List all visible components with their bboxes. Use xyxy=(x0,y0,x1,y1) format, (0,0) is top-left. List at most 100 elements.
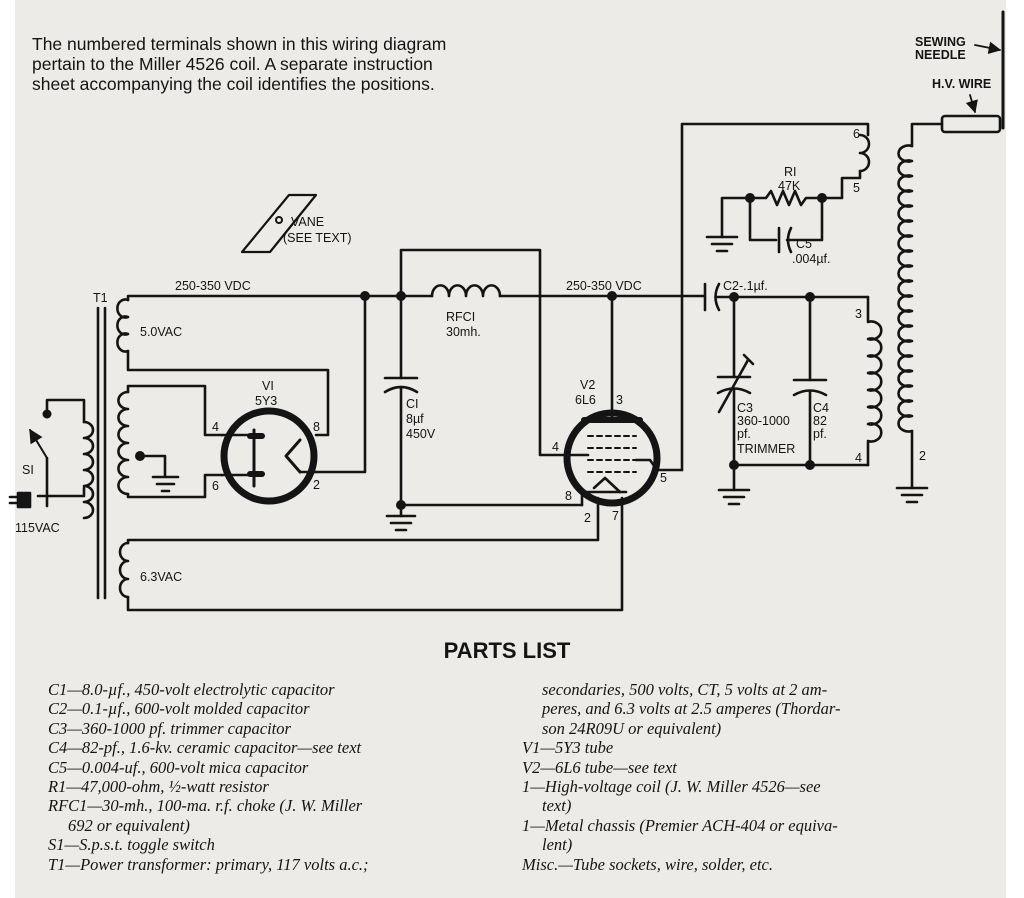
label-coil-terminal-2: 2 xyxy=(919,449,926,463)
label-rfc1-value: 30mh. xyxy=(446,325,481,339)
capacitor-c3 xyxy=(716,295,755,506)
wire-r1-ground xyxy=(720,196,752,239)
label-v1-pin8: 8 xyxy=(313,420,320,434)
coil-high-voltage xyxy=(897,144,914,433)
part-entry-continued: text) xyxy=(542,796,572,816)
label-c5-name: C5 xyxy=(796,237,812,251)
label-c4-unit: pf. xyxy=(813,427,827,441)
label-v2-pin4: 4 xyxy=(552,440,559,454)
label-c3-value: 360-1000 xyxy=(737,414,790,428)
label-coil-terminal-4: 4 xyxy=(855,451,862,465)
label-v2-pin7: 7 xyxy=(612,509,619,523)
part-entry: 1—High-voltage coil (J. W. Miller 4526—s… xyxy=(522,777,821,797)
transformer-t1 xyxy=(82,298,130,600)
label-r1-value: 47K xyxy=(778,179,801,193)
capacitor-c1 xyxy=(383,294,419,532)
junction-dots xyxy=(135,193,827,510)
label-vane-2: (SEE TEXT) xyxy=(283,231,352,245)
label-c3-name: C3 xyxy=(737,401,753,415)
label-c3-trimmer: TRIMMER xyxy=(737,442,795,456)
part-entry-continued: 692 or equivalent) xyxy=(68,815,190,835)
t1-5v-winding xyxy=(116,298,130,353)
part-entry-continued: secondaries, 500 volts, CT, 5 volts at 2… xyxy=(542,680,828,699)
coil-6-5 xyxy=(858,133,871,173)
resistor-r1 xyxy=(748,189,824,207)
wire-5v-to-pin8 xyxy=(126,349,330,437)
label-c3-unit: pf. xyxy=(737,427,751,441)
parts-list-right: secondaries, 500 volts, CT, 5 volts at 2… xyxy=(522,680,992,874)
vane-symbol xyxy=(240,193,318,254)
label-rfc1-name: RFCI xyxy=(446,310,475,324)
part-entry-continued: peres, and 6.3 volts at 2.5 amperes (Tho… xyxy=(542,699,841,719)
label-s1: SI xyxy=(22,463,34,477)
wire-screen-grid xyxy=(399,248,568,457)
label-v1-name: VI xyxy=(262,379,274,393)
t1-6v3-winding xyxy=(118,541,130,599)
label-hv-wire: H.V. WIRE xyxy=(932,77,991,91)
label-v2-type: 6L6 xyxy=(575,393,596,407)
parts-list-left: C1—8.0-µf., 450-volt electrolytic capaci… xyxy=(48,680,518,874)
wire-center-tap xyxy=(138,454,167,478)
label-v2-name: V2 xyxy=(580,378,595,392)
part-entry: C5—0.004-uf., 600-volt mica capacitor xyxy=(48,757,309,777)
label-c5-value: .004µf. xyxy=(792,252,830,266)
primary-circuit xyxy=(8,398,86,509)
t1-hv-winding xyxy=(117,390,130,496)
wire-plate-to-coil xyxy=(680,122,870,472)
label-c2: C2-.1µf. xyxy=(723,279,768,293)
label-t1: T1 xyxy=(93,291,108,305)
switch-contact-dot xyxy=(42,409,52,419)
choke-rfc1 xyxy=(430,284,502,298)
intro-paragraph: The numbered terminals shown in this wir… xyxy=(32,34,592,94)
label-v1-type: 5Y3 xyxy=(255,394,277,408)
label-coil-terminal-6: 6 xyxy=(853,127,860,141)
part-entry: T1—Power transformer: primary, 117 volts… xyxy=(48,854,369,874)
label-v2-pin8: 8 xyxy=(565,489,572,503)
part-entry: C4—82-pf., 1.6-kv. ceramic capacitor—see… xyxy=(48,738,362,758)
part-entry: V2—6L6 tube—see text xyxy=(522,757,677,777)
part-entry: V1—5Y3 tube xyxy=(522,738,614,758)
label-vane-1: VANE xyxy=(291,215,324,229)
label-v1-pin2: 2 xyxy=(313,478,320,492)
label-6v3ac: 6.3VAC xyxy=(140,570,182,584)
label-coil-terminal-5: 5 xyxy=(853,181,860,195)
intro-line: sheet accompanying the coil identifies t… xyxy=(32,74,435,94)
label-5vac: 5.0VAC xyxy=(140,325,182,339)
label-v1-pin6: 6 xyxy=(212,479,219,493)
parts-list-title: PARTS LIST xyxy=(443,638,571,663)
part-entry: S1—S.p.s.t. toggle switch xyxy=(48,835,215,855)
intro-line: pertain to the Miller 4526 coil. A separ… xyxy=(32,54,433,74)
part-entry: 1—Metal chassis (Premier ACH-404 or equi… xyxy=(522,815,838,835)
label-v2-pin3: 3 xyxy=(616,393,623,407)
part-entry: C1—8.0-µf., 450-volt electrolytic capaci… xyxy=(48,680,335,699)
label-vdc-left: 250-350 VDC xyxy=(175,279,251,293)
label-c1-value: 8µf xyxy=(406,412,424,426)
part-entry: C2—0.1-µf., 600-volt molded capacitor xyxy=(48,699,310,719)
coil-3-4 xyxy=(866,295,883,467)
part-entry: RFC1—30-mh., 100-ma. r.f. choke (J. W. M… xyxy=(48,796,363,816)
label-coil-terminal-3: 3 xyxy=(855,307,862,321)
wire-hv-top xyxy=(910,122,944,148)
wire-v1-cathode xyxy=(314,294,367,474)
hv-wire-sleeve xyxy=(940,114,1002,134)
intro-line: The numbered terminals shown in this wir… xyxy=(32,34,447,54)
tube-v1 xyxy=(220,407,318,505)
label-sewing-needle-1: SEWING xyxy=(915,35,966,49)
label-v1-pin4: 4 xyxy=(212,420,219,434)
wire-heater-pin7 xyxy=(126,496,624,612)
paper-sheet xyxy=(15,0,1006,898)
wire-heater-pin2 xyxy=(126,496,600,545)
label-c1-name: CI xyxy=(406,397,419,411)
schematic-diagram: SEWING NEEDLE H.V. WIRE VANE (SEE TEXT) … xyxy=(8,10,1005,612)
label-c4-name: C4 xyxy=(813,401,829,415)
label-c4-value: 82 xyxy=(813,414,827,428)
capacitor-c5 xyxy=(748,196,824,254)
wire-plate-6 xyxy=(126,473,224,499)
label-v2-pin5: 5 xyxy=(660,471,667,485)
part-entry-continued: lent) xyxy=(542,835,573,855)
label-vdc-right: 250-350 VDC xyxy=(566,279,642,293)
part-entry-continued: son 24R09U or equivalent) xyxy=(542,718,722,738)
label-r1-name: RI xyxy=(784,165,797,179)
capacitor-c4 xyxy=(792,295,828,467)
